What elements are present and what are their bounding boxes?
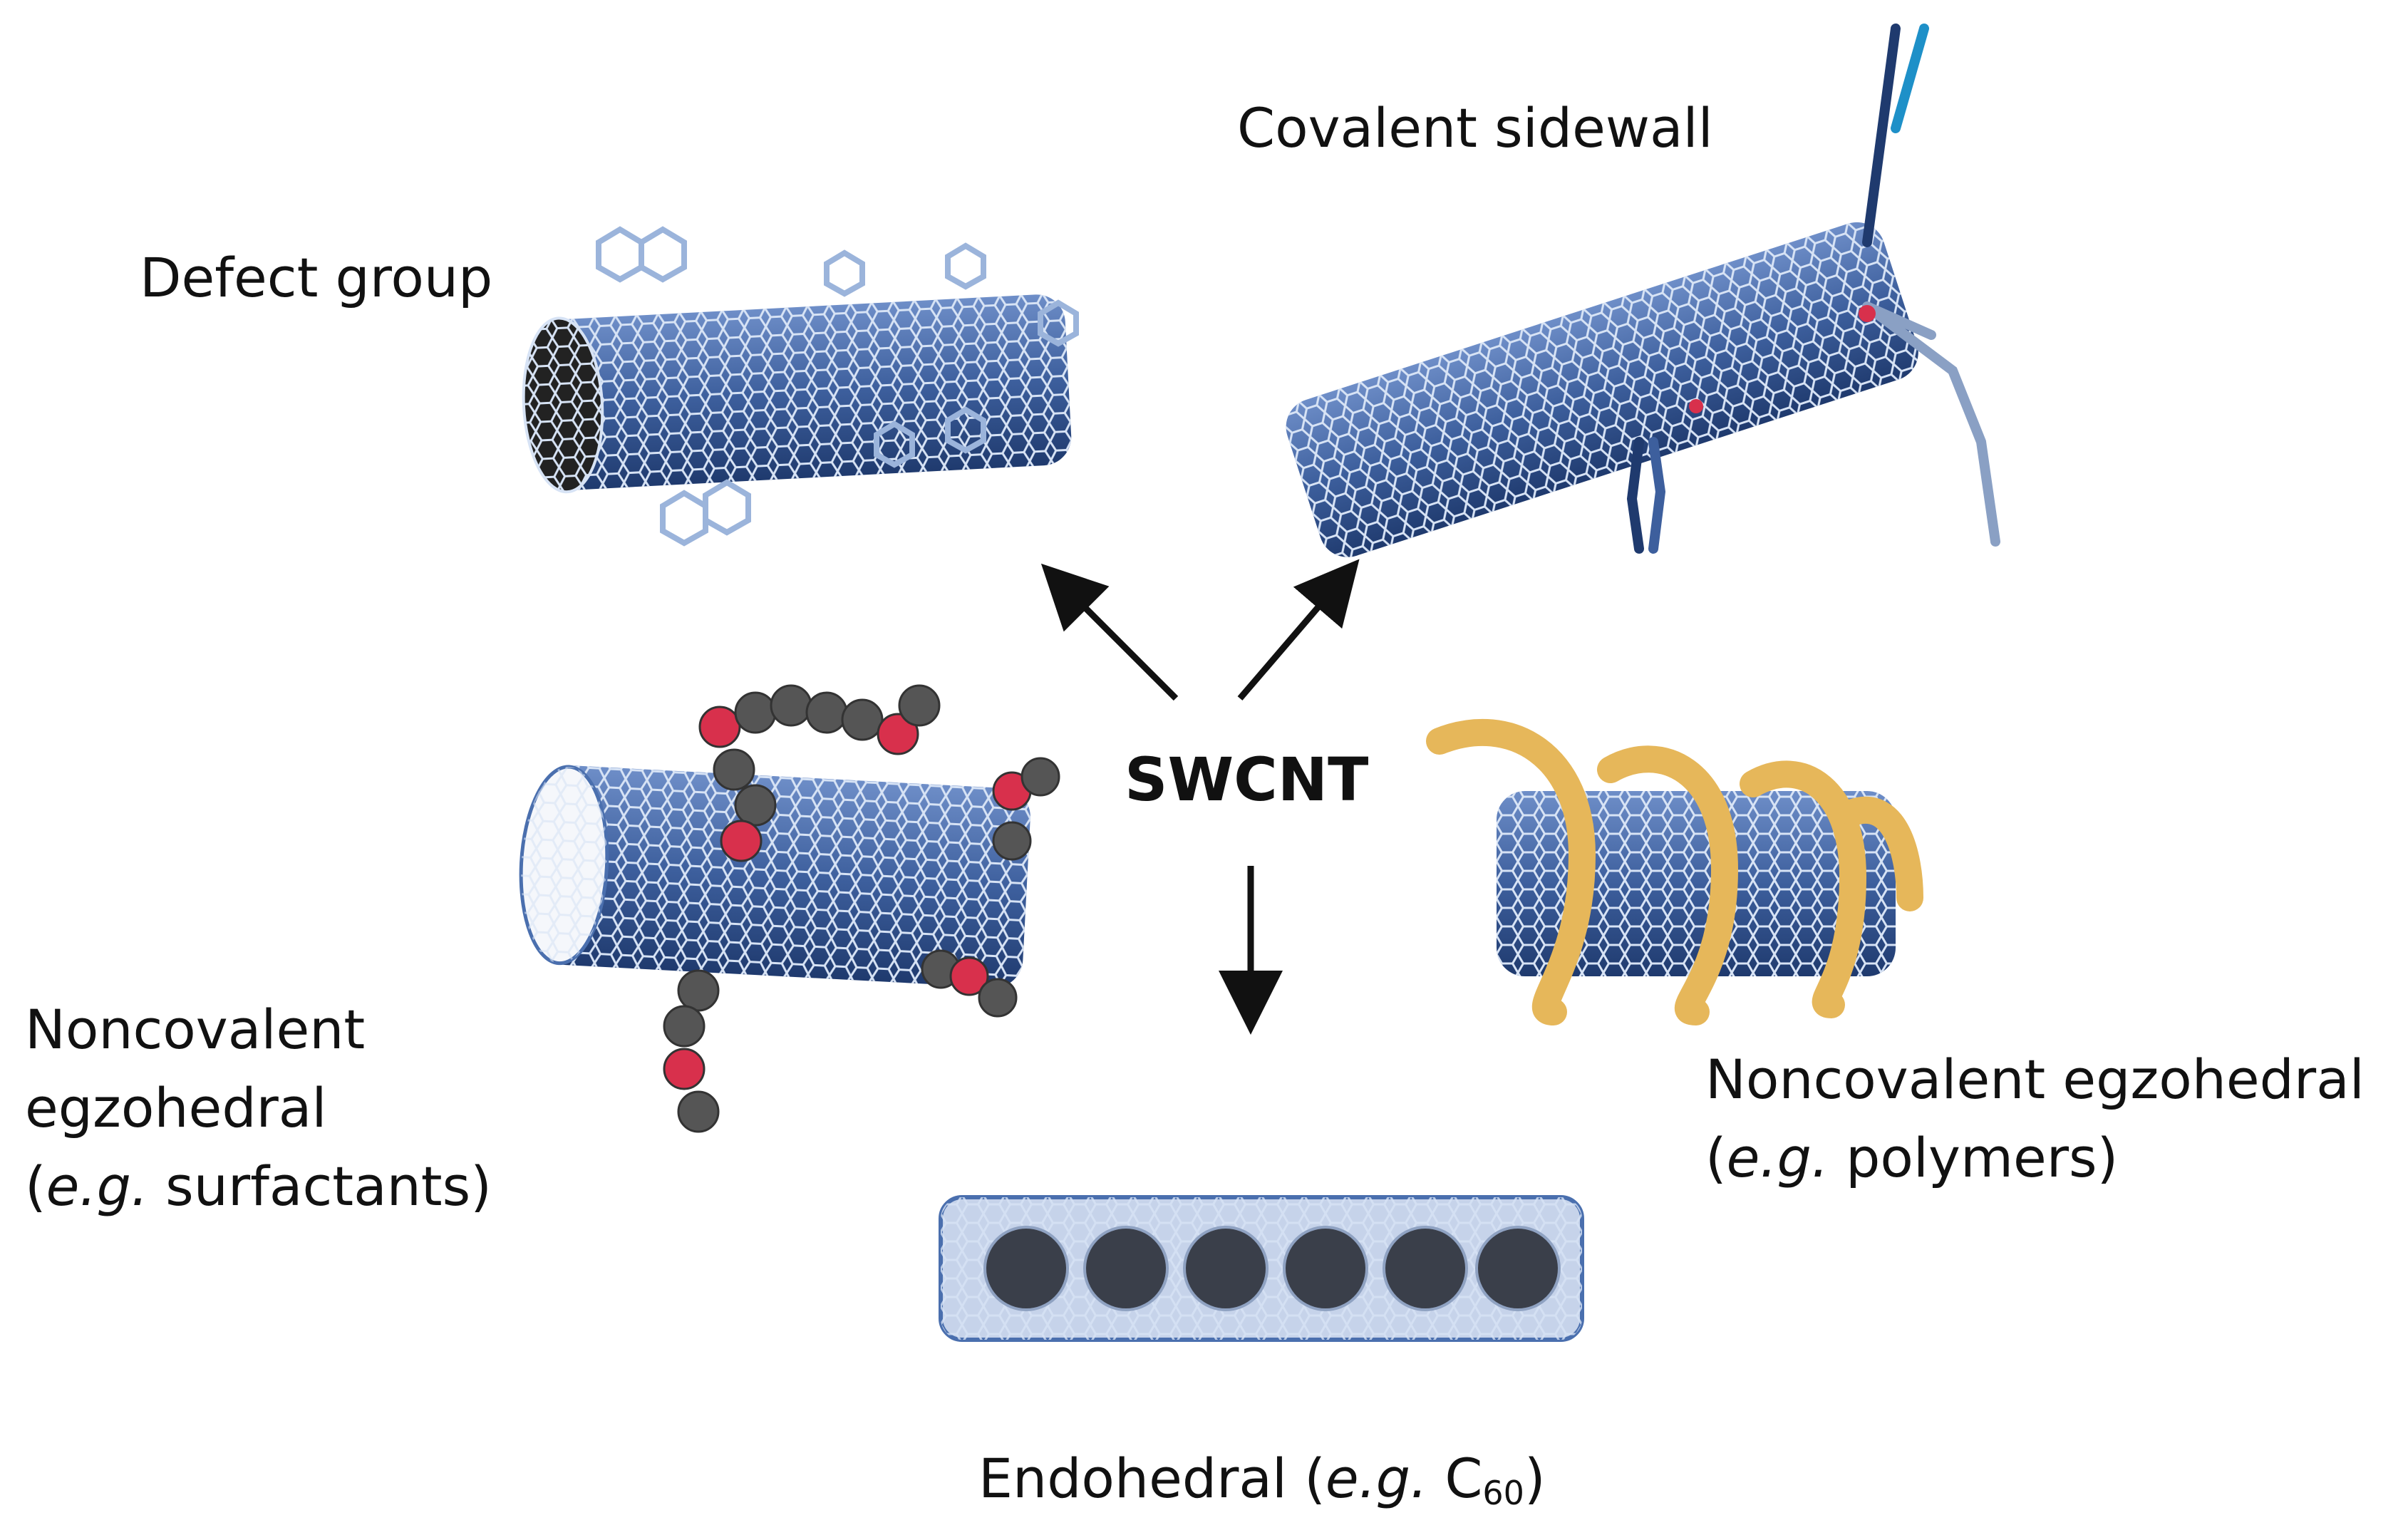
defect-group-nanotube (522, 226, 1079, 547)
label-endo-pre: Endohedral ( (978, 1447, 1326, 1510)
arrow-to-covalent (1237, 559, 1360, 701)
label-endo-sub: 60 (1482, 1474, 1524, 1512)
label-endo-c: C (1427, 1447, 1483, 1510)
label-poly-open: ( (1705, 1126, 1727, 1189)
label-defect-group: Defect group (140, 246, 493, 309)
polymer-nanotube (1426, 718, 1923, 1025)
endohedral-nanotube (939, 1195, 1584, 1342)
label-surf-line1: Noncovalent (25, 998, 366, 1061)
center-label-swcnt: SWCNT (1125, 745, 1369, 815)
label-endo-close: ) (1524, 1447, 1546, 1510)
label-poly-eg: e.g. (1726, 1126, 1829, 1189)
label-surf-open: ( (25, 1154, 46, 1218)
label-noncovalent-surfactants: Noncovalent egzohedral (e.g. surfactants… (25, 991, 492, 1226)
label-surf-line2: egzohedral (25, 1076, 327, 1140)
covalent-sidewall-nanotube (1286, 24, 2000, 557)
arrow-to-defect (1040, 563, 1179, 701)
label-surf-rest: surfactants) (148, 1154, 492, 1218)
label-poly-line1: Noncovalent egzohedral (1705, 1048, 2365, 1111)
label-poly-rest: polymers) (1828, 1126, 2119, 1189)
label-covalent-sidewall: Covalent sidewall (1237, 96, 1713, 160)
label-poly-line2: (e.g. polymers) (1705, 1119, 2365, 1197)
surfactant-nanotube (519, 684, 1060, 1133)
label-surf-line3: (e.g. surfactants) (25, 1147, 492, 1226)
label-noncovalent-polymers: Noncovalent egzohedral (e.g. polymers) (1705, 1040, 2365, 1197)
label-surf-eg: e.g. (46, 1154, 148, 1218)
arrows (1040, 559, 1360, 1035)
label-endohedral: Endohedral (e.g. C60) (978, 1440, 1546, 1532)
label-endo-eg: e.g. (1325, 1447, 1428, 1510)
